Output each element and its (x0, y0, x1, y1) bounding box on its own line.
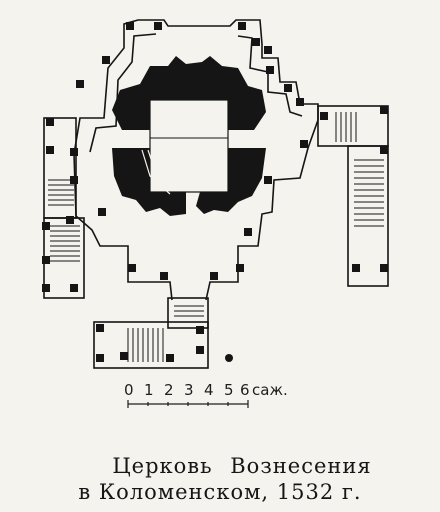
scale-tick-1: 1 (144, 381, 154, 399)
outer-wall-right (205, 119, 319, 301)
scale-bar (127, 400, 249, 408)
bottom-stair-flight (93, 321, 209, 369)
scale-tick-6: 6 (240, 381, 250, 399)
scale-tick-5: 5 (224, 381, 234, 399)
right-stair-steps (335, 112, 384, 227)
scale-tick-3: 3 (184, 381, 194, 399)
inner-gallery-right (237, 35, 303, 117)
right-stair-lower (347, 145, 389, 287)
gallery-piers (42, 22, 388, 362)
scale-tick-2: 2 (164, 381, 174, 399)
left-stair-upper (43, 117, 77, 219)
left-stair-steps (48, 179, 80, 262)
scale-unit: саж. (252, 381, 288, 399)
inner-stair (141, 149, 177, 195)
inner-gallery-left (89, 33, 157, 153)
caption-line-1: Церковь Вознесения (112, 454, 372, 478)
outer-wall-top (73, 19, 319, 155)
right-stair-upper (317, 105, 389, 147)
bottom-stair-steps (127, 305, 204, 362)
scale-tick-4: 4 (204, 381, 214, 399)
central-walls (112, 56, 266, 216)
scale-tick-0: 0 (124, 381, 134, 399)
caption-line-2: в Коломенском, 1532 г. (78, 480, 362, 504)
bottom-stair-landing (167, 297, 209, 329)
